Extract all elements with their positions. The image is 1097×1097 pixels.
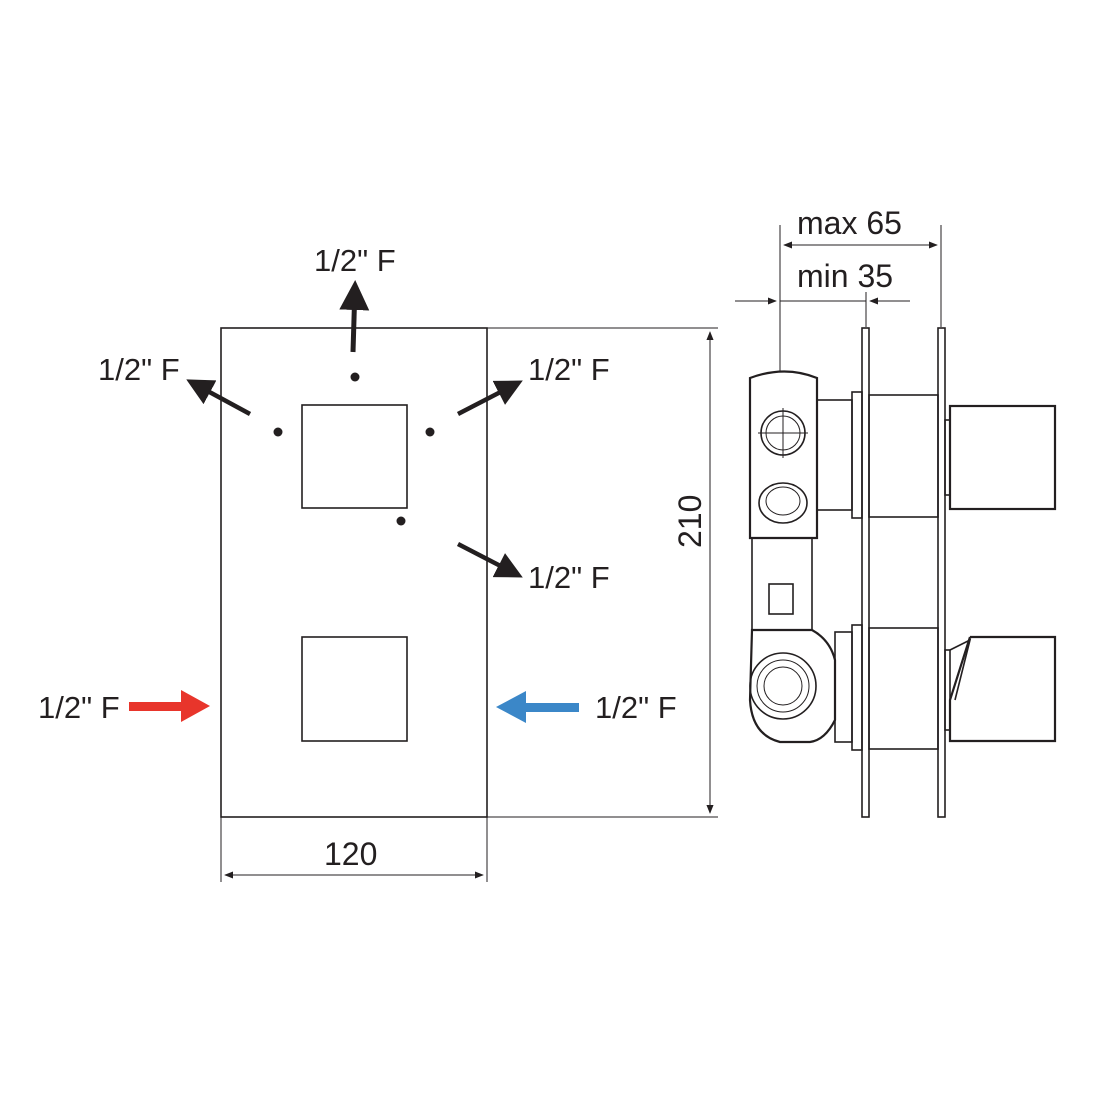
label-top-outlet: 1/2" F <box>314 243 396 278</box>
upper-port-oval <box>758 482 808 524</box>
outlet-arrow-top <box>339 280 370 353</box>
outlet-arrow-upper-right <box>456 380 523 416</box>
width-value: 120 <box>324 836 377 872</box>
lower-valve-body <box>748 624 1057 751</box>
width-dimension: 120 <box>220 817 488 882</box>
depth-dimensions: max 65 min 35 <box>735 205 942 372</box>
height-value: 210 <box>672 495 708 548</box>
back-plate <box>861 327 870 818</box>
outlet-arrow-upper-left <box>186 379 252 416</box>
label-upper-right-outlet: 1/2" F <box>528 352 610 387</box>
front-plate <box>937 327 946 818</box>
cold-inlet-arrow <box>496 691 579 723</box>
front-view: 1/2" F 1/2" F 1/2" F 1/2" F 1/2" F 1/2" … <box>38 243 718 882</box>
side-view: max 65 min 35 <box>735 205 1057 818</box>
connecting-pipe <box>751 537 813 631</box>
outlet-arrow-lower-right <box>456 542 523 578</box>
lower-knob <box>948 635 1057 743</box>
lower-control-square <box>301 636 408 742</box>
height-dimension: 210 <box>487 327 718 818</box>
outlet-dot-left <box>273 427 283 437</box>
depth-max-value: max 65 <box>797 205 902 241</box>
hot-inlet-arrow <box>129 690 210 722</box>
lower-port <box>749 652 817 720</box>
label-cold-inlet: 1/2" F <box>595 690 677 725</box>
outlet-dot-top <box>350 372 360 382</box>
upper-knob <box>948 404 1057 511</box>
label-upper-left-outlet: 1/2" F <box>98 352 180 387</box>
label-hot-inlet: 1/2" F <box>38 690 120 725</box>
outlet-dot-lower <box>396 516 406 526</box>
label-lower-right-outlet: 1/2" F <box>528 560 610 595</box>
outlet-dot-right <box>425 427 435 437</box>
upper-valve-body <box>748 370 1057 540</box>
upper-control-square <box>301 404 408 509</box>
cover-plate <box>220 327 488 818</box>
depth-min-value: min 35 <box>797 258 893 294</box>
